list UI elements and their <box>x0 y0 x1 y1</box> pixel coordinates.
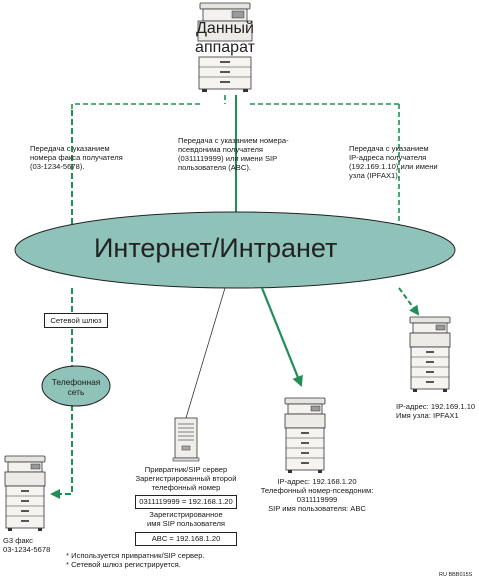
caption-line: Зарегистрированный второй <box>135 473 237 483</box>
caption-line: пользователя (ABC). <box>178 162 251 172</box>
phone-network-label: Телефонная сеть <box>46 377 106 398</box>
link-top-device-to-network <box>71 95 400 240</box>
phone-network-line: Телефонная <box>51 377 101 387</box>
send-alias-caption: Передача с указанием номера- псевдонима … <box>178 136 289 173</box>
footnotes: * Используется привратник/SIP сервер. * … <box>66 551 205 570</box>
caption-line: телефонный номер <box>151 482 221 492</box>
network-to-server-line <box>185 287 226 419</box>
device-title: Данный аппарат <box>184 19 266 57</box>
center-device-printer-icon <box>284 397 326 474</box>
caption-line: узла (IPFAX1). <box>349 170 400 180</box>
device-title-line: Данный <box>196 20 254 37</box>
g3-fax-printer-icon <box>4 455 46 532</box>
network-to-right-device-arrow <box>398 287 420 316</box>
caption-line: имя SIP пользователя <box>147 518 225 528</box>
caption-line: Телефонный номер-псевдоним: <box>260 485 374 495</box>
footnote-line: * Сетевой шлюз регистрируется. <box>66 559 181 569</box>
caption-line: номера факса получателя <box>30 152 123 162</box>
alias-mapping-box: 0311119999 = 192.168.1.20 <box>135 495 237 509</box>
footnote-line: * Используется привратник/SIP сервер. <box>66 551 205 560</box>
caption-line: Передача с указанием <box>30 144 110 153</box>
phone-network-line: сеть <box>67 386 85 397</box>
caption-line: 0311119999 <box>296 494 338 504</box>
server-tower-icon <box>172 417 200 462</box>
phone-to-fax-arrow <box>50 405 73 499</box>
send-fax-caption: Передача с указанием номера факса получа… <box>30 144 123 172</box>
caption-line: IP-адреса получателя <box>349 152 427 162</box>
gateway-box: Сетевой шлюз <box>44 313 108 328</box>
caption-line: Передача с указанием номера- <box>178 136 289 145</box>
caption-line: Передача с указанием <box>349 144 429 153</box>
caption-line: (03-1234-5678). <box>30 161 85 171</box>
top-device-printer-icon <box>197 2 253 92</box>
caption-line: IP-адрес: 192.169.1.10 <box>396 402 476 411</box>
sip-mapping-box: ABC = 192.168.1.20 <box>135 532 237 546</box>
device-title-line: аппарат <box>195 39 255 56</box>
center-device-caption: IP-адрес: 192.168.1.20 Телефонный номер-… <box>256 477 378 514</box>
internet-intranet-ellipse <box>14 211 456 289</box>
caption-line: SIP имя пользователя: ABC <box>268 503 366 513</box>
server-caption: Привратник/SIP сервер Зарегистрированный… <box>133 465 239 493</box>
caption-line: (192.169.1.10) или имени <box>349 161 438 171</box>
caption-line: Привратник/SIP сервер <box>144 465 228 474</box>
caption-line: Имя узла: IPFAX1 <box>396 410 459 420</box>
caption-line: 03-1234-5678 <box>3 544 51 554</box>
caption-line: Зарегистрированное <box>149 510 223 519</box>
g3-fax-caption: G3 факс 03-1234-5678 <box>3 536 51 555</box>
caption-line: псевдонима получателя <box>178 144 264 154</box>
phone-network-ellipse <box>41 365 111 407</box>
caption-line: (0311119999) или имени SIP <box>178 153 278 163</box>
network-to-center-device-arrow <box>260 287 303 388</box>
right-device-printer-icon <box>409 316 451 393</box>
sip-caption: Зарегистрированное имя SIP пользователя <box>133 510 239 529</box>
send-ip-caption: Передача с указанием IP-адреса получател… <box>349 144 438 181</box>
caption-line: G3 факс <box>3 536 33 545</box>
caption-line: IP-адрес: 192.168.1.20 <box>277 477 357 486</box>
network-label: Интернет/Интранет <box>94 233 338 263</box>
figure-code: RU BBB015S <box>439 572 473 578</box>
right-device-caption: IP-адрес: 192.169.1.10 Имя узла: IPFAX1 <box>396 402 476 421</box>
